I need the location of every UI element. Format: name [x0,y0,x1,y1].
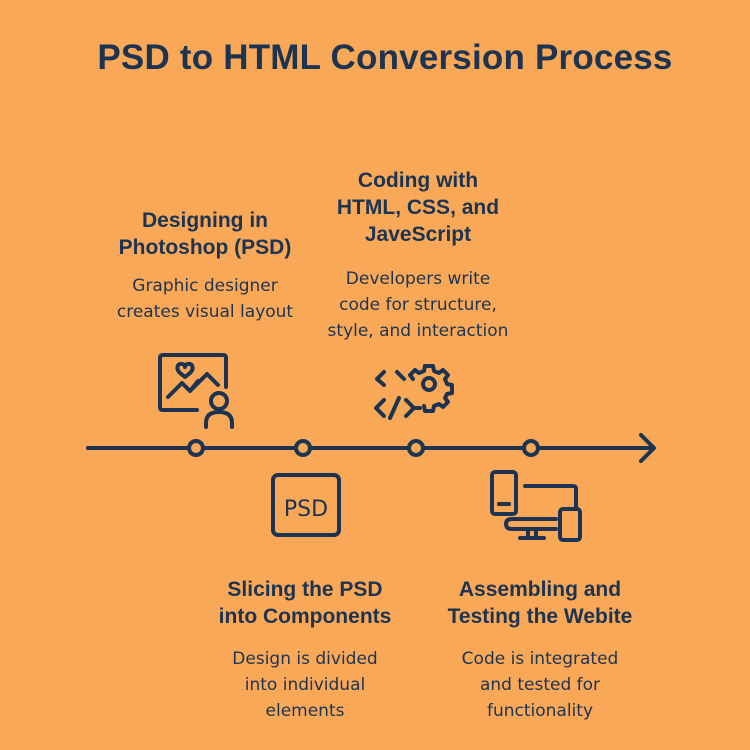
step-1-title-line-1: Designing in [142,209,268,232]
step-3-desc-line-1: Developers write [345,269,491,289]
step-4-title-line-2: Testing the Webite [447,605,633,628]
step-4-desc-line-2: and tested for [479,675,601,695]
step-4-title: Assembling and Testing the Webite [420,576,660,630]
step-4-desc-line-3: functionality [486,701,594,721]
devices-icon [488,468,588,548]
timeline-node-3 [407,439,425,457]
step-2-desc-line-3: elements [265,701,345,721]
step-3-title: Coding with HTML, CSS, and JaveScript [308,167,528,248]
step-3-title-line-3: JaveScript [364,223,472,246]
step-1-desc-line-1: Graphic designer [132,276,278,296]
step-1-desc-line-2: creates visual layout [116,302,294,322]
timeline-node-1 [187,439,205,457]
step-3-title-line-1: Coding with [357,169,479,192]
psd-label: PSD [284,497,328,522]
timeline-node-4 [522,439,540,457]
step-3-description: Developers write code for structure, sty… [308,266,528,344]
step-1-description: Graphic designer creates visual layout [95,273,315,325]
step-2-title-line-1: Slicing the PSD [227,578,383,601]
step-2-desc-line-1: Design is divided [232,649,378,669]
step-2-desc-line-2: into individual [244,675,366,695]
psd-file-icon: PSD [271,473,343,539]
step-1-title-line-2: Photoshop (PSD) [118,236,292,259]
step-2-title-line-2: into Components [218,605,392,628]
step-2-title: Slicing the PSD into Components [190,576,420,630]
step-4-desc-line-1: Code is integrated [461,649,619,669]
step-3-title-line-2: HTML, CSS, and [336,196,500,219]
arrow-right-icon [639,433,656,463]
step-4-title-line-1: Assembling and [458,578,622,601]
image-designer-icon [155,350,245,435]
timeline [0,430,750,466]
step-1-title: Designing in Photoshop (PSD) [95,207,315,261]
timeline-node-2 [294,439,312,457]
diagram-title: PSD to HTML Conversion Process [97,38,673,77]
step-3-desc-line-2: code for structure, [339,295,497,315]
step-3-desc-line-3: style, and interaction [327,321,509,341]
step-2-description: Design is divided into individual elemen… [190,646,420,724]
code-gear-icon [370,360,455,430]
step-4-description: Code is integrated and tested for functi… [420,646,660,724]
